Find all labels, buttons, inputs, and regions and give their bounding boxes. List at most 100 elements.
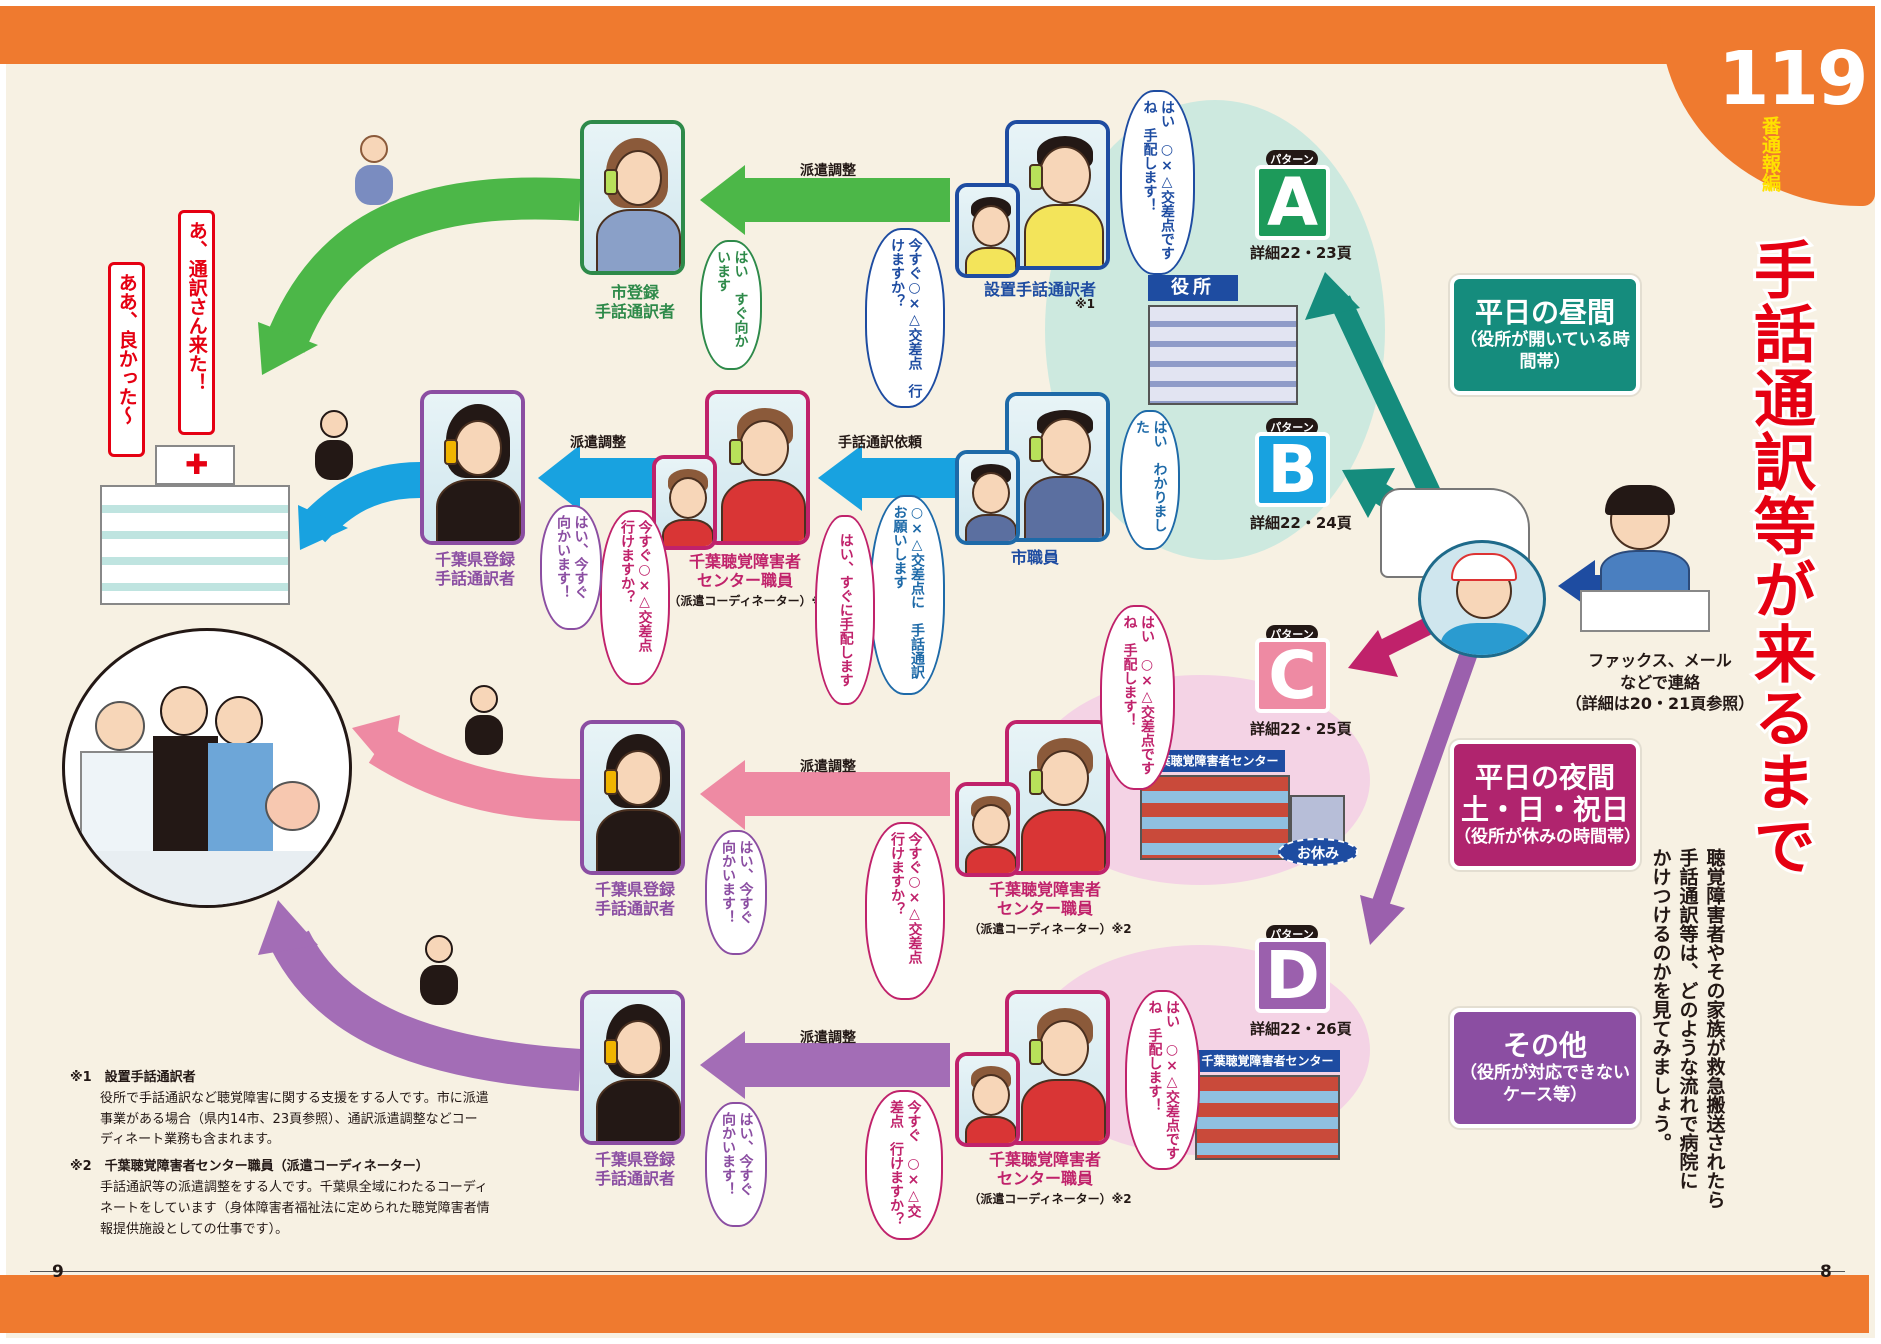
bubble-b-right: はい わかりました: [1120, 410, 1180, 550]
role-coordinator-b: （派遣コーディネーター）※2: [668, 594, 832, 608]
center-building-d: 千葉聴覚障害者センター: [1195, 1050, 1345, 1165]
section-number: 119: [1718, 36, 1868, 122]
bubble-d-right: はい ○×△交差点ですね 手配します！: [1125, 990, 1200, 1170]
red-cross-icon: ✚: [185, 448, 209, 481]
arrow-to-a: [1330, 295, 1455, 530]
d-curve-head: [258, 900, 318, 955]
intro-line-3: かけつけるのかを見てみましょう。: [1649, 848, 1672, 1152]
footnotes: ※1 設置手話通訳者 役所で手話通訳など聴覚障害に関する支援をする人です。市に派…: [70, 1068, 490, 1240]
flow-label-c: 派遣調整: [800, 759, 856, 775]
arrowhead-d: [1360, 895, 1405, 945]
pattern-b-label: パターン: [1266, 418, 1318, 436]
flow-label-d: 派遣調整: [800, 1030, 856, 1046]
category-other: その他 （役所が対応できないケース等）: [1450, 1008, 1640, 1128]
flow-label-b-dispatch: 派遣調整: [570, 435, 626, 451]
d-curve: [271, 930, 582, 1091]
bubble-b-mid: ○×△交差点に 手話通訳お願いします: [870, 495, 945, 695]
center-staff-d-portrait: [1005, 990, 1110, 1145]
top-orange-band: [0, 6, 1869, 64]
intro-line-1: 聴覚障害者やその家族が救急搬送されたら: [1703, 848, 1726, 1209]
arrow-to-d: [1371, 647, 1479, 908]
role-shitouroku: 市登録 手話通訳者: [594, 283, 675, 322]
bubble-b-interp: はい、今すぐ 向かいます！: [540, 505, 602, 630]
running-interpreter-b: [305, 410, 365, 490]
bottom-orange-band: [0, 1275, 1869, 1333]
pattern-b-letter: B: [1255, 432, 1330, 507]
center-staff-b-portrait: [705, 390, 810, 545]
center-staff-c-portrait-2: [955, 782, 1020, 877]
bubble-c-interp: はい、今すぐ 向かいます！: [705, 830, 767, 955]
flow-label-a: 派遣調整: [800, 163, 856, 179]
note-1-text: 役所で手話通訳など聴覚障害に関する支援をする人です。市に派遣事業がある場合（県内…: [100, 1090, 489, 1148]
shitouroku-interpreter-portrait: [580, 120, 685, 275]
shokuin-portrait: [1005, 392, 1110, 542]
hospital-room-scene: [62, 628, 352, 908]
running-interpreter-c: [455, 685, 515, 765]
intro-line-2: 手話通訳等は、どのような流れで病院に: [1676, 848, 1699, 1190]
section-subtitle: 番通報編: [1759, 116, 1781, 192]
a-flow-head: [700, 165, 745, 235]
bubble-hospital-1: あ、通訳さん来た！: [178, 210, 215, 435]
pattern-d-letter: D: [1255, 938, 1330, 1013]
d-flow-head: [700, 1031, 745, 1099]
center-staff-d-portrait-2: [955, 1052, 1020, 1147]
running-interpreter-d: [410, 935, 470, 1015]
arrowhead-a: [1305, 272, 1360, 320]
pattern-a-label: パターン: [1266, 150, 1318, 168]
pattern-d-detail: 詳細22・26頁: [1250, 1020, 1352, 1038]
pattern-a-letter: A: [1255, 165, 1330, 240]
bubble-b-left: 今すぐ○×△交差点 行けますか？: [600, 510, 670, 685]
role-setchi: 設置手話通訳者: [983, 280, 1096, 299]
role-coordinator-c: （派遣コーディネーター）※2: [968, 922, 1132, 936]
center-building-c: 千葉聴覚障害者センター お休み: [1140, 750, 1358, 866]
fax-sender-illustration: [1580, 485, 1715, 640]
role-center-staff-d: 千葉聴覚障害者 センター職員: [988, 1150, 1101, 1189]
bubble-hospital-2: ああ、良かった～: [108, 262, 145, 457]
bubble-a-left: 今すぐ○×△交差点 行けますか？: [865, 228, 945, 408]
fax-caption: ファックス、メール などで連絡 （詳細は20・21頁参照）: [1565, 651, 1755, 714]
yakusho-sign: 役所: [1148, 275, 1238, 301]
center-staff-c-portrait: [1005, 720, 1110, 875]
role-kentouroku-b: 千葉県登録 手話通訳者: [434, 550, 515, 589]
page-title: 手話通訳等が来るまで: [1740, 235, 1819, 881]
b-flow-head-2: [538, 445, 580, 511]
bubble-d-interp: はい、今すぐ 向かいます！: [705, 1102, 767, 1227]
yakusho-building: 役所: [1148, 275, 1298, 405]
bubble-a-interp: はい すぐ向かいます: [700, 240, 762, 370]
center-sign-d: 千葉聴覚障害者センター: [1195, 1050, 1340, 1072]
pattern-b-detail: 詳細22・24頁: [1250, 514, 1352, 532]
bubble-c-left: 今すぐ○×△交差点 行けますか？: [865, 822, 945, 1000]
role-setchi-mark: ※1: [1075, 297, 1096, 311]
bubble-a-right: はい ○×△交差点ですね 手配します！: [1120, 90, 1195, 275]
role-kentouroku-c: 千葉県登録 手話通訳者: [594, 880, 675, 919]
role-center-staff-b: 千葉聴覚障害者 センター職員: [688, 552, 801, 591]
arrowhead-c: [1348, 630, 1398, 677]
role-shokuin: 市職員: [1010, 548, 1059, 567]
bubble-b-center: はい、すぐに手配します: [815, 515, 875, 705]
kentouroku-b-portrait: [420, 390, 525, 545]
hospital-building: ✚: [100, 445, 290, 605]
c-curve-head: [352, 715, 400, 775]
pattern-c-letter: C: [1255, 638, 1330, 713]
note-2-head: ※2 千葉聴覚障害者センター職員（派遣コーディネーター）: [70, 1159, 429, 1175]
b-curve-head: [298, 505, 348, 550]
role-center-staff-c: 千葉聴覚障害者 センター職員: [988, 880, 1101, 919]
c-flow-head: [700, 760, 745, 830]
kentouroku-c-portrait: [580, 720, 685, 875]
arrowhead-b: [1342, 468, 1395, 518]
page-number-left: 9: [52, 1262, 64, 1282]
note-1-head: ※1 設置手話通訳者: [70, 1070, 196, 1085]
pattern-a-detail: 詳細22・23頁: [1250, 244, 1352, 262]
flow-label-b-request: 手話通訳依頼: [838, 435, 922, 451]
center-staff-b-portrait-2: [652, 455, 717, 550]
setchi-interpreter-portrait: [1005, 120, 1110, 270]
oyasumi-badge: お休み: [1278, 838, 1358, 866]
a-curve-head: [258, 322, 318, 375]
role-coordinator-d: （派遣コーディネーター）※2: [968, 1192, 1132, 1206]
b-flow-head-1: [818, 445, 862, 511]
pattern-c-detail: 詳細22・25頁: [1250, 720, 1352, 738]
a-curve: [265, 177, 582, 353]
a-flow-bar: [740, 178, 950, 222]
bubble-d-left: 今すぐ ○×△交差点 行けますか？: [865, 1090, 943, 1240]
footer-rule: [30, 1271, 1845, 1272]
